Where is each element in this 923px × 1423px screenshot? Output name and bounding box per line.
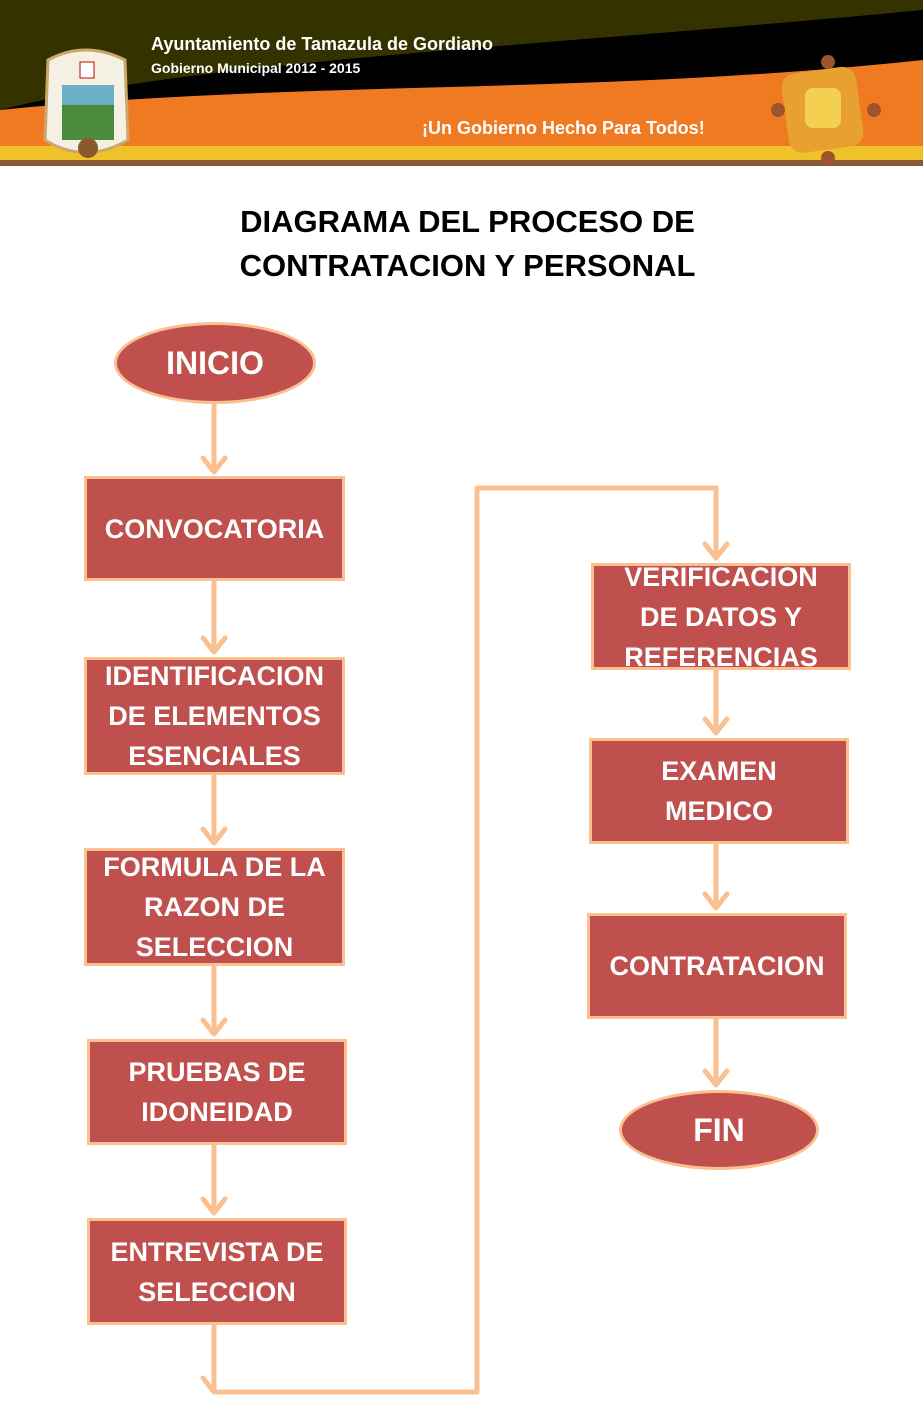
arrow-n2-n3 — [200, 772, 228, 846]
arrow-start-n1 — [200, 401, 228, 475]
step-verificacion: VERIFICACION DE DATOS Y REFERENCIAS — [591, 562, 851, 672]
arrow-n1-n2 — [200, 578, 228, 655]
step-formula: FORMULA DE LA RAZON DE SELECCION — [84, 848, 345, 966]
connector-n5-n6 — [200, 485, 730, 1395]
step-pruebas: PRUEBAS DE IDONEIDAD — [87, 1039, 347, 1145]
step-entrevista: ENTREVISTA DE SELECCION — [87, 1218, 347, 1325]
title-line-2: CONTRATACION Y PERSONAL — [239, 248, 696, 283]
header-banner: Ayuntamiento de Tamazula de Gordiano Gob… — [0, 0, 923, 166]
end-node: FIN — [619, 1090, 819, 1170]
start-node: INICIO — [114, 322, 316, 404]
arrow-n6-n7 — [702, 667, 730, 736]
step-examen: EXAMEN MEDICO — [589, 738, 849, 844]
municipal-seal-icon — [43, 48, 130, 158]
arrow-n8-end — [702, 1016, 730, 1088]
people-logo-icon — [771, 55, 881, 165]
slogan: ¡Un Gobierno Hecho Para Todos! — [422, 118, 705, 138]
title-line-1: DIAGRAMA DEL PROCESO DE — [240, 204, 695, 239]
step-contratacion: CONTRATACION — [587, 913, 847, 1019]
arrow-n7-n8 — [702, 841, 730, 911]
banner-background — [0, 0, 923, 166]
page-title: DIAGRAMA DEL PROCESO DE CONTRATACION Y P… — [0, 200, 923, 288]
org-name: Ayuntamiento de Tamazula de Gordiano — [151, 34, 494, 54]
step-convocatoria: CONVOCATORIA — [84, 476, 345, 581]
arrow-n3-n4 — [200, 963, 228, 1037]
org-subtitle: Gobierno Municipal 2012 - 2015 — [151, 60, 361, 76]
arrow-n4-n5 — [200, 1142, 228, 1216]
step-identificacion: IDENTIFICACION DE ELEMENTOS ESENCIALES — [84, 657, 345, 775]
